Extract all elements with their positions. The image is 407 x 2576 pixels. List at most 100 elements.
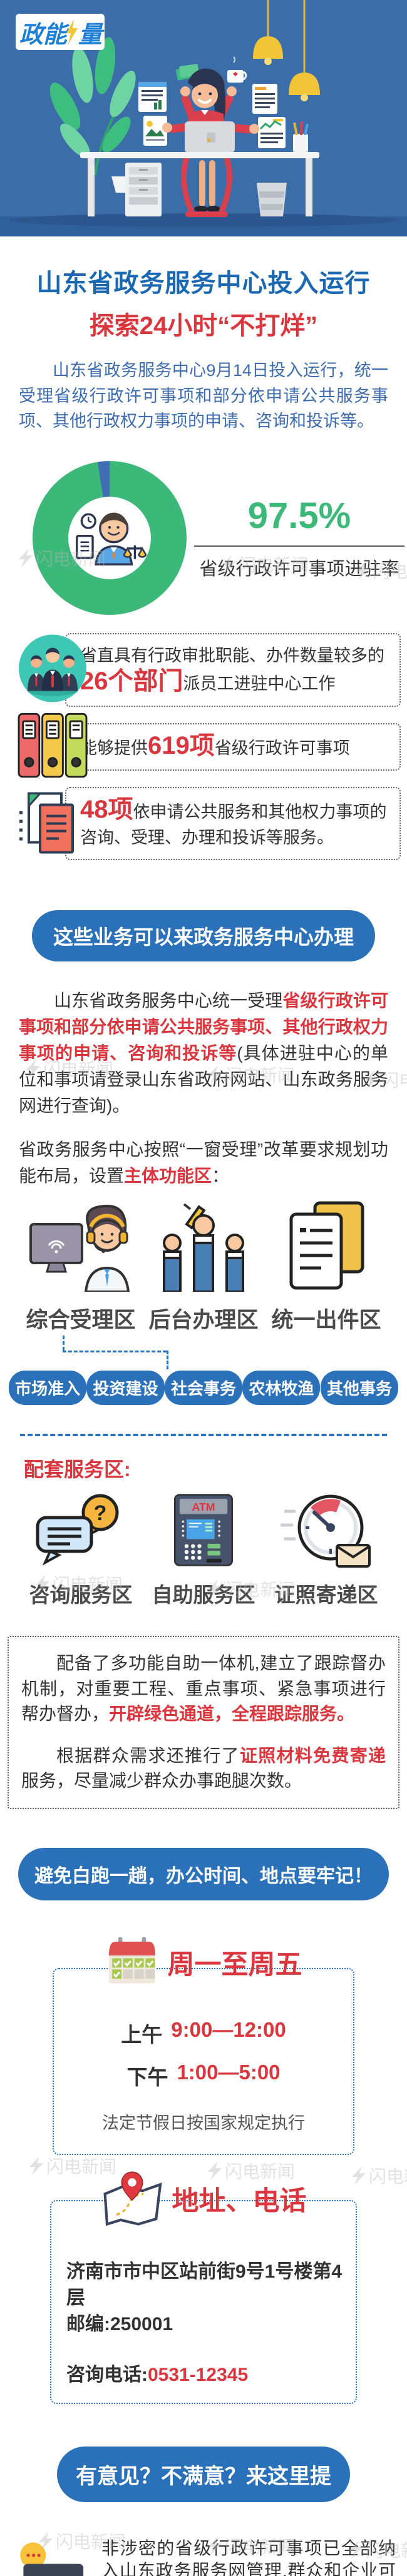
coffee-cup-icon xyxy=(227,56,247,83)
schedule-row-pm: 下午 1:00—5:00 xyxy=(66,2061,341,2091)
support-zones-label: 配套服务区: xyxy=(24,1458,131,1481)
address-box: 地址、电话 济南市市中区站前街9号1号楼第4层 邮编:250001 咨询电话:0… xyxy=(50,2171,357,2404)
logo-char: 能 xyxy=(43,21,67,48)
feedback-online-text: 非涉密的省级行政许可事项已全部纳入山东政务服务网管理,群众和企业可以登录山东政务… xyxy=(101,2538,396,2576)
holiday-note: 法定节假日按国家规定执行 xyxy=(102,2113,305,2132)
stat-text: 48项依申请公共服务和其他权力事项的咨询、受理、办理和投诉等服务。 xyxy=(65,787,401,860)
pill-market: 市场准入 xyxy=(9,1371,87,1405)
percent-label: 省级行政许可事项进驻率 xyxy=(199,559,399,579)
intro-paragraph: 山东省政务服务中心9月14日投入运行，统一受理省级行政许可事项和部分依申请公共服… xyxy=(19,361,388,430)
stat-card: 48项依申请公共服务和其他权力事项的咨询、受理、办理和投诉等服务。 xyxy=(18,787,401,860)
schedule-title: 周一至周五 xyxy=(167,1950,302,1980)
main-zones-row: 综合受理区 xyxy=(21,1199,386,1334)
plant-icon xyxy=(49,37,136,193)
pill-agriculture: 农林牧渔 xyxy=(242,1371,321,1405)
logo-char: 政 xyxy=(19,21,43,48)
zone-selfservice: ATM xyxy=(144,1493,263,1608)
zone-label: 咨询服务区 xyxy=(29,1583,133,1606)
laptop-icon xyxy=(179,121,240,156)
zone-label: 统一出件区 xyxy=(271,1308,381,1332)
address-line1: 济南市市中区站前街9号1号楼第4层 xyxy=(66,2261,343,2308)
stat-rich-text: 能够提供619项省级行政许可事项 xyxy=(80,731,350,759)
address-title: 地址、电话 xyxy=(172,2186,307,2217)
entry-rate-chart: 97.5% 省级行政许可事项进驻率 xyxy=(33,459,407,617)
zone-output: 统一出件区 xyxy=(267,1199,386,1334)
chart-callout: 97.5% 省级行政许可事项进驻率 xyxy=(194,495,404,581)
pill-other: 其他事务 xyxy=(320,1371,398,1405)
atm-label: ATM xyxy=(192,1501,215,1513)
people-icon xyxy=(18,633,88,706)
section-header-services: 这些业务可以来政务服务中心办理 xyxy=(31,910,375,961)
page-subtitle: 探索24小时“不打烊” xyxy=(89,312,318,340)
note-tracking: 配备了多功能自助一体机,建立了跟踪督办机制，对重要工程、重点事项、紧急事项进行帮… xyxy=(21,1653,386,1724)
section-header-schedule: 避免白跑一趟，办公时间、地点要牢记！ xyxy=(18,1847,389,1900)
service-notes-box: 配备了多功能自助一体机,建立了跟踪督办机制，对重要工程、重点事项、紧急事项进行帮… xyxy=(8,1636,399,1809)
note-delivery: 根据群众需求还推行了证照材料免费寄递服务，尽量减少群众办事跑腿次数。 xyxy=(21,1745,386,1791)
watermark: 闪电新闻 xyxy=(351,2163,407,2188)
percent-value: 97.5% xyxy=(247,495,351,536)
dashed-divider xyxy=(20,1434,387,1436)
brand-logo: 政 能 量 xyxy=(16,14,105,50)
zone-label: 综合受理区 xyxy=(26,1308,136,1332)
phone-line: 咨询电话:0531-12345 xyxy=(66,2364,249,2385)
document-icon xyxy=(252,84,286,148)
feedback-note-online: 非涉密的省级行政许可事项已全部纳入山东政务服务网管理,群众和企业可以登录山东政务… xyxy=(14,2537,396,2576)
zone-reception: 综合受理区 xyxy=(21,1199,140,1334)
office-scene-illustration xyxy=(0,0,407,236)
zones-paragraph: 省政务服务中心按照“一窗受理”改革要求规划功能布局，设置主体功能区： xyxy=(19,1140,388,1185)
document-icon xyxy=(138,82,167,146)
binders-icon xyxy=(18,711,88,782)
pill-investment: 投资建设 xyxy=(86,1371,165,1405)
schedule-time: 1:00—5:00 xyxy=(177,2060,281,2084)
schedule-label: 上午 xyxy=(121,2022,163,2046)
hands-icon xyxy=(157,1199,250,1295)
stat-card: 省直具有行政审批职能、办件数量较多的26个部门派员工进驻中心工作 xyxy=(18,632,401,707)
stat-text: 省直具有行政审批职能、办件数量较多的26个部门派员工进驻中心工作 xyxy=(65,632,401,707)
map-pin-icon xyxy=(101,2169,163,2229)
desk xyxy=(80,152,319,216)
zone-label: 后台办理区 xyxy=(148,1308,259,1332)
address-line2: 邮编:250001 xyxy=(66,2313,173,2335)
services-paragraph: 山东省政务服务中心统一受理省级行政许可事项和部分依申请公共服务事项、其他行政权力… xyxy=(19,991,388,1115)
category-pills: 市场准入 投资建设 社会事务 农林牧渔 其他事务 xyxy=(9,1371,398,1405)
pen-cup-icon xyxy=(293,121,309,153)
trash-bin-icon xyxy=(257,183,287,216)
schedule-time: 9:00—12:00 xyxy=(171,2017,286,2041)
documents-icon xyxy=(18,788,80,859)
calendar-icon xyxy=(105,1937,159,1989)
hero-illustration: 政 能 量 xyxy=(0,0,407,236)
divider-line xyxy=(194,545,404,547)
schedule-row-am: 上午 9:00—12:00 xyxy=(66,2018,341,2048)
lightning-icon xyxy=(66,19,78,44)
zone-label: 自助服务区 xyxy=(152,1583,255,1606)
zone-label: 证照寄递区 xyxy=(274,1583,378,1606)
pendant-lamp-icon xyxy=(253,0,320,101)
connector-lines xyxy=(0,1334,407,1371)
clerk-icon xyxy=(76,512,147,565)
receptionist-icon xyxy=(28,1199,133,1295)
page-title: 山东省政务服务中心投入运行 xyxy=(36,270,371,297)
stat-text: 能够提供619项省级行政许可事项 xyxy=(65,723,401,771)
consult-icon: ? xyxy=(34,1493,128,1571)
schedule-box: 周一至周五 上午 9:00—12:00 下午 1:00—5:00 法定节假日按国… xyxy=(53,1937,354,2155)
address-box-header: 地址、电话 xyxy=(51,2169,356,2229)
zone-backoffice: 后台办理区 xyxy=(144,1199,263,1334)
atm-icon: ATM xyxy=(169,1493,238,1571)
delivery-icon xyxy=(279,1493,373,1571)
logo-char: 量 xyxy=(78,21,102,48)
schedule-label: 下午 xyxy=(126,2065,168,2089)
svg-text:?: ? xyxy=(94,1501,107,1525)
donut-center xyxy=(68,496,151,579)
stat-rich-text: 48项依申请公共服务和其他权力事项的咨询、受理、办理和投诉等服务。 xyxy=(80,796,387,847)
zone-delivery: 证照寄递区 xyxy=(267,1493,386,1608)
zone-consulting: ? 咨询服务区 xyxy=(21,1493,140,1608)
outbox-icon xyxy=(282,1199,370,1295)
computer-icon xyxy=(14,2541,88,2576)
support-zones-row: ? 咨询服务区 ATM xyxy=(21,1493,386,1608)
section-header-feedback: 有意见？不满意？来这里提 xyxy=(57,2446,350,2502)
pill-social: 社会事务 xyxy=(164,1371,242,1405)
stat-rich-text: 省直具有行政审批职能、办件数量较多的26个部门派员工进驻中心工作 xyxy=(80,646,384,695)
donut-chart xyxy=(33,460,187,615)
schedule-box-header: 周一至周五 xyxy=(54,1937,353,1989)
